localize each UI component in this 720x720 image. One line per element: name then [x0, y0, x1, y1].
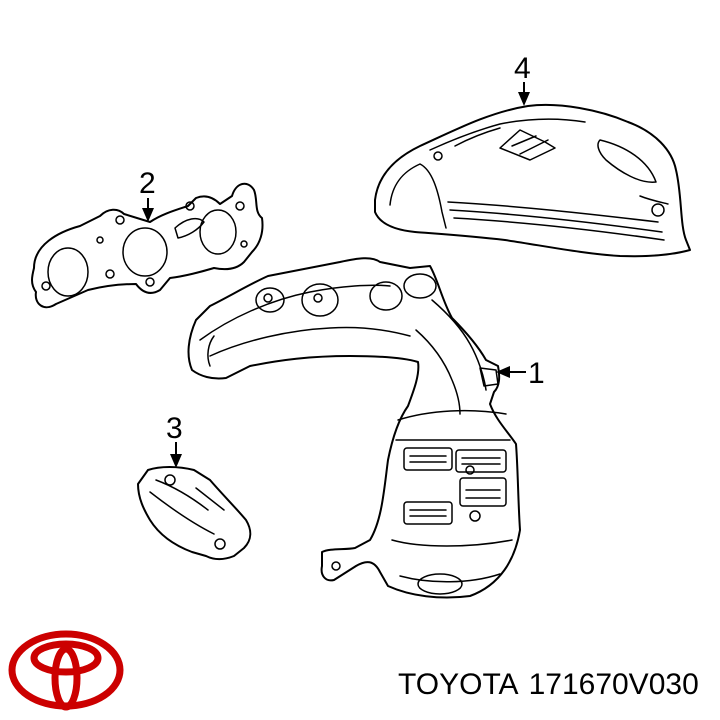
callout-4: 4 — [514, 52, 531, 106]
callout-1: 1 — [496, 357, 545, 390]
part-number: 171670V030 — [528, 668, 699, 701]
callout-3: 3 — [166, 412, 183, 468]
exhaust-manifold-converter — [187, 257, 521, 599]
toyota-logo — [8, 630, 124, 711]
exhaust-manifold-gasket — [31, 182, 264, 309]
callout-4-label: 4 — [514, 52, 531, 85]
callout-3-label: 3 — [166, 412, 183, 445]
part-number-caption: TOYOTA 171670V030 — [398, 668, 709, 702]
callout-1-label: 1 — [528, 357, 545, 390]
brand-name: TOYOTA — [398, 668, 519, 701]
callout-2: 2 — [139, 167, 156, 222]
converter-bracket — [137, 466, 252, 560]
heat-shield — [374, 103, 691, 258]
callout-2-label: 2 — [139, 167, 156, 200]
